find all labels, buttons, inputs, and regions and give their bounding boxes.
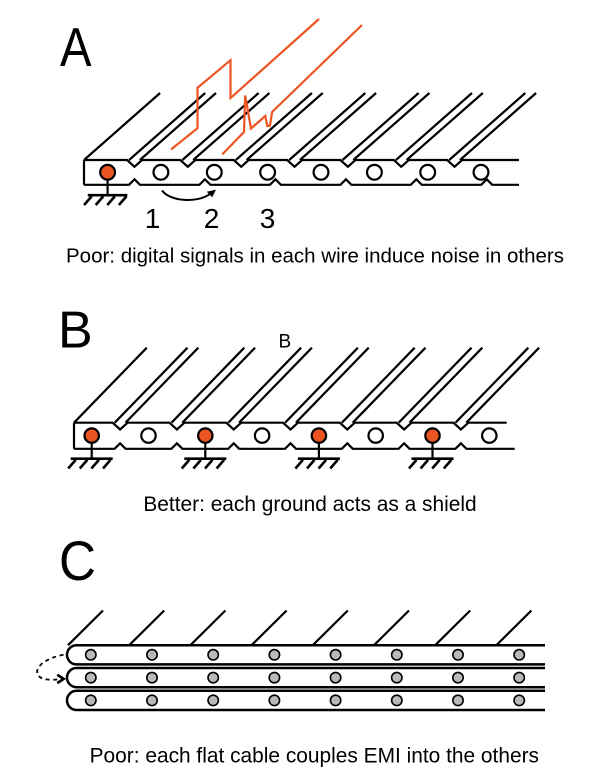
svg-text:Poor: each flat cable couples: Poor: each flat cable couples EMI into t… — [90, 745, 539, 768]
svg-text:B: B — [58, 302, 93, 360]
svg-text:Better: each ground acts as a: Better: each ground acts as a shield — [143, 493, 476, 516]
svg-text:2: 2 — [204, 203, 220, 234]
svg-text:1: 1 — [145, 203, 161, 234]
svg-text:B: B — [279, 332, 292, 353]
svg-text:A: A — [60, 16, 92, 78]
svg-text:C: C — [59, 529, 96, 592]
svg-text:Poor: digital signals in each: Poor: digital signals in each wire induc… — [66, 245, 564, 268]
svg-text:3: 3 — [260, 203, 276, 234]
